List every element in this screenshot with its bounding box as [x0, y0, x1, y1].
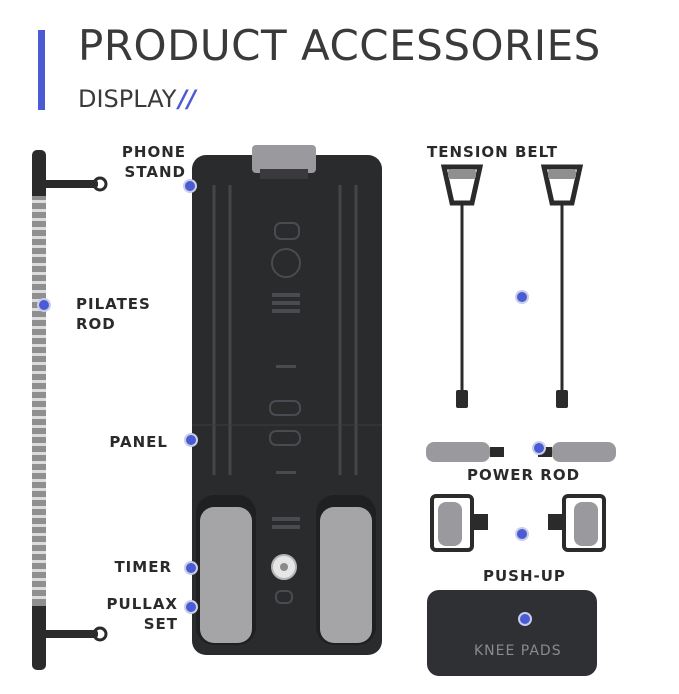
- pointer-dot-icon: [184, 561, 198, 575]
- power-rod-image: [426, 442, 616, 462]
- pointer-dot-icon: [37, 298, 51, 312]
- rod-stripe: [32, 218, 46, 221]
- rod-stripe: [32, 560, 46, 563]
- rod-stripe: [32, 335, 46, 338]
- label-panel: PANEL: [109, 433, 168, 451]
- rod-stripe: [32, 587, 46, 590]
- label-push-up: PUSH-UP: [483, 567, 566, 585]
- pointer-dot-icon: [518, 612, 532, 626]
- rod-stripe: [32, 380, 46, 383]
- rod-stripe: [32, 488, 46, 491]
- rod-stripe: [32, 263, 46, 266]
- rod-stripe: [32, 506, 46, 509]
- rod-stripe: [32, 443, 46, 446]
- label-phone-stand-line1: PHONE: [121, 143, 186, 161]
- rod-stripe: [32, 542, 46, 545]
- rod-stripe: [32, 281, 46, 284]
- label-knee-pads: KNEE PADS: [474, 643, 562, 659]
- rod-stripe: [32, 362, 46, 365]
- rod-stripe: [32, 245, 46, 248]
- rod-stripe: [32, 551, 46, 554]
- subtitle-text: DISPLAY: [78, 85, 177, 113]
- rod-stripe: [32, 236, 46, 239]
- page-subtitle: DISPLAY//: [78, 82, 196, 116]
- rod-stripe: [32, 596, 46, 599]
- accent-bar: [38, 30, 45, 110]
- rod-stripe: [32, 578, 46, 581]
- rod-stripe: [32, 425, 46, 428]
- pointer-dot-icon: [184, 600, 198, 614]
- rod-stripe: [32, 254, 46, 257]
- rod-stripe: [32, 344, 46, 347]
- label-power-rod: POWER ROD: [467, 466, 581, 484]
- rod-stripe: [32, 326, 46, 329]
- panel-image: [192, 145, 382, 655]
- label-pullax-set-line2: SET: [143, 615, 178, 633]
- rod-stripe: [32, 470, 46, 473]
- label-pilates-rod-line1: PILATES: [76, 295, 151, 313]
- pointer-dot-icon: [515, 290, 529, 304]
- rod-stripe: [32, 461, 46, 464]
- rod-stripe: [32, 398, 46, 401]
- rod-stripe: [32, 209, 46, 212]
- rod-stripe: [32, 416, 46, 419]
- page-title: PRODUCT ACCESSORIES: [78, 21, 601, 70]
- pointer-dot-icon: [184, 433, 198, 447]
- rod-stripe: [32, 290, 46, 293]
- label-pullax-set-line1: PULLAX: [106, 595, 178, 613]
- rod-stripe: [32, 479, 46, 482]
- rod-stripe: [32, 272, 46, 275]
- rod-stripe: [32, 389, 46, 392]
- rod-stripe: [32, 497, 46, 500]
- label-timer: TIMER: [114, 558, 172, 576]
- rod-stripe: [32, 200, 46, 203]
- rod-stripe: [32, 515, 46, 518]
- rod-stripe: [32, 227, 46, 230]
- pointer-dot-icon: [532, 441, 546, 455]
- rod-stripe: [32, 407, 46, 410]
- rod-stripe: [32, 524, 46, 527]
- pointer-dot-icon: [515, 527, 529, 541]
- label-tension-belt: TENSION BELT: [427, 143, 558, 161]
- label-phone-stand: PHONE STAND: [110, 142, 186, 182]
- subtitle-slashes: //: [178, 85, 196, 113]
- label-pullax-set: PULLAX SET: [100, 594, 178, 634]
- tension-belt-image: [440, 164, 584, 408]
- rod-stripe: [32, 353, 46, 356]
- label-pilates-rod: PILATES ROD: [76, 294, 151, 334]
- label-phone-stand-line2: STAND: [124, 163, 186, 181]
- knee-pads-image: [427, 590, 597, 676]
- rod-stripe: [32, 569, 46, 572]
- pointer-dot-icon: [183, 179, 197, 193]
- push-up-image: [430, 494, 606, 552]
- rod-stripe: [32, 317, 46, 320]
- rod-stripe: [32, 452, 46, 455]
- label-pilates-rod-line2: ROD: [76, 315, 116, 333]
- rod-stripe: [32, 434, 46, 437]
- rod-stripe: [32, 533, 46, 536]
- rod-stripe: [32, 371, 46, 374]
